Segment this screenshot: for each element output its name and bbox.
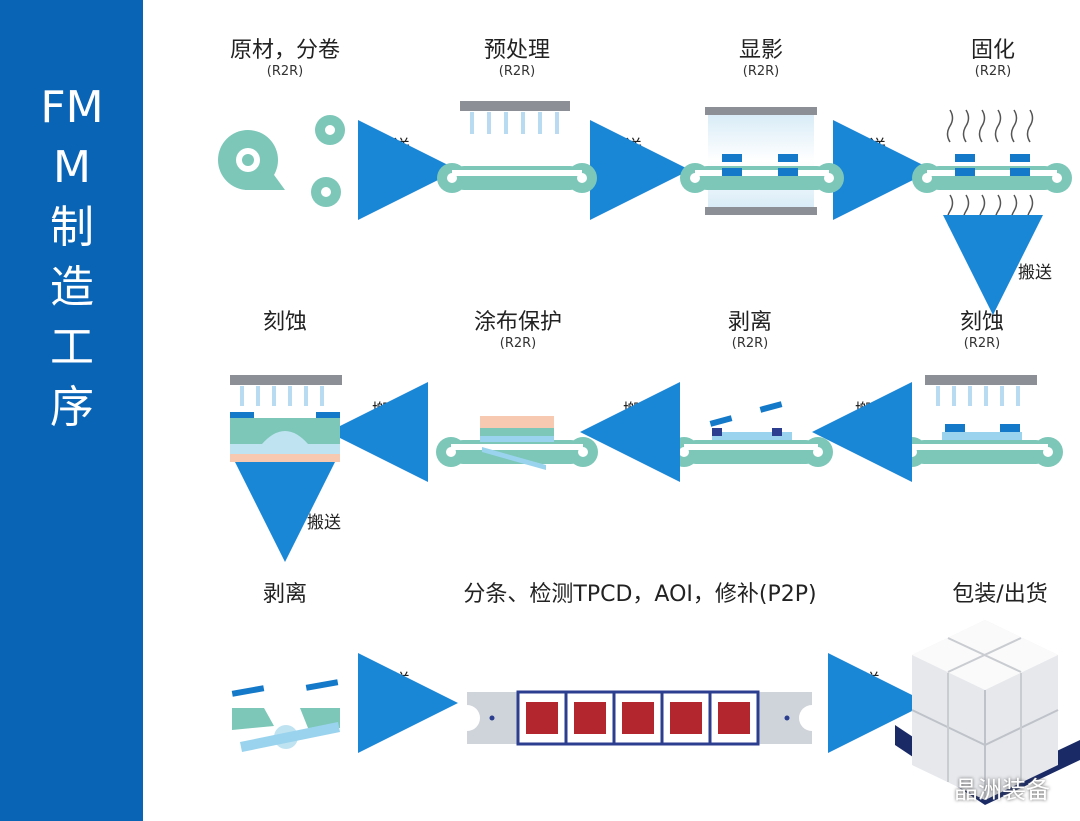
step-sub-etch-1: (R2R)	[963, 336, 1001, 351]
coat-protect-illustration	[436, 416, 598, 470]
step-sub-coat-protect: (R2R)	[499, 336, 537, 351]
step-label-slit-inspect: 分条、检测TPCD，AOI，修补(P2P)	[463, 582, 817, 607]
strip1-illustration	[669, 401, 833, 467]
step-label-strip-2: 剥离	[262, 582, 308, 607]
step-sub-raw-slitting: (R2R)	[266, 64, 304, 79]
pretreatment-illustration	[437, 101, 597, 193]
package-boxes-illustration	[895, 620, 1080, 805]
etch1-illustration	[897, 375, 1063, 467]
step-label-develop: 显影	[738, 38, 784, 63]
sidebar-panel: FMM制造工序	[0, 0, 143, 821]
step-sub-develop: (R2R)	[742, 64, 780, 79]
step-label-raw-slitting: 原材，分卷	[229, 38, 341, 63]
step-label-pretreatment: 预处理	[483, 38, 551, 63]
step-label-etch-2: 刻蚀	[262, 310, 308, 335]
step-label-cure: 固化	[970, 38, 1016, 63]
step-label-coat-protect: 涂布保护	[473, 310, 563, 335]
strip2-illustration	[231, 679, 340, 752]
etch2-illustration	[230, 375, 342, 462]
step-sub-cure: (R2R)	[974, 64, 1012, 79]
raw-roll-illustration	[218, 115, 345, 207]
step-label-strip-1: 剥离	[727, 310, 773, 335]
wechat-icon	[900, 776, 931, 800]
brand-watermark: 晶洲装备	[954, 776, 1050, 804]
step-sub-pretreatment: (R2R)	[498, 64, 536, 79]
step-label-package-ship: 包装/出货	[952, 582, 1048, 607]
cure-belt	[912, 154, 1072, 193]
develop-illustration	[680, 107, 844, 215]
step-sub-strip-1: (R2R)	[731, 336, 769, 351]
mask-strip-illustration	[467, 690, 812, 746]
page-title: FMM制造工序	[40, 82, 104, 433]
